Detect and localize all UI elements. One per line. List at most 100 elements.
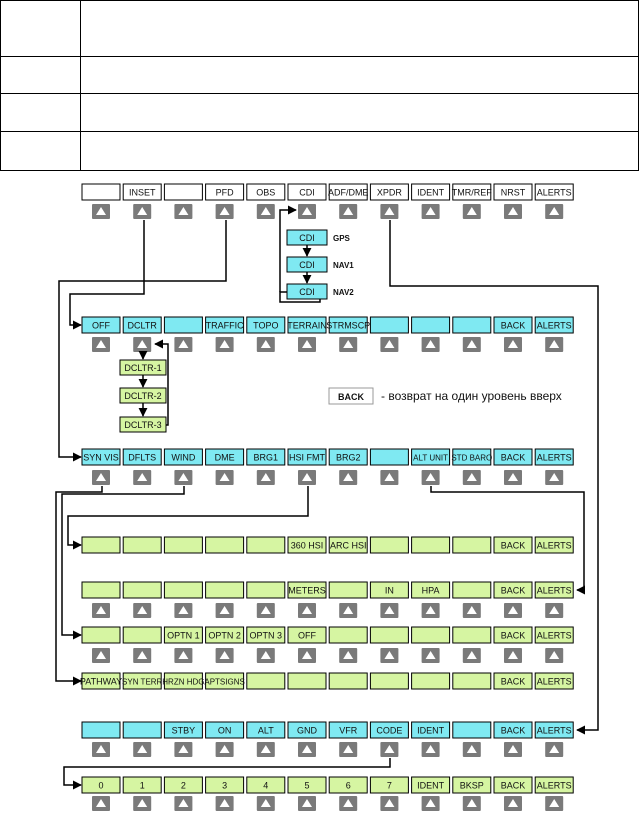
- softkey-label: STRMSCP: [326, 321, 370, 331]
- softkey-label-box: [411, 776, 451, 794]
- softkey-label-box: [81, 536, 121, 554]
- softkey-label: 2: [181, 781, 186, 791]
- softkey-label-box: [287, 448, 327, 466]
- up-arrow-icon: [384, 651, 395, 659]
- softkey-label-box: [411, 448, 451, 466]
- up-arrow-icon: [343, 340, 354, 348]
- softkey-label-box: [246, 581, 286, 599]
- softkey-label-box: [246, 183, 286, 201]
- softkey-label-box: [81, 672, 121, 690]
- softkey-label: ALERTS: [537, 631, 572, 641]
- softkey-label-box: [452, 776, 492, 794]
- softkey-label-box: [287, 536, 327, 554]
- dcltr-option-label: DCLTR-1: [124, 363, 161, 373]
- softkey-label-box: [369, 581, 409, 599]
- softkey-label: IDENT: [417, 726, 445, 736]
- softkey-label: BACK: [501, 781, 526, 791]
- softkey-label: ALERTS: [537, 541, 572, 551]
- softkey-label: STBY: [172, 726, 196, 736]
- up-arrow-icon: [549, 745, 560, 753]
- softkey-label: ARC HSI: [330, 541, 367, 551]
- softkey-label-box: [369, 721, 409, 739]
- up-arrow-icon: [466, 473, 477, 481]
- softkey-label-box: [534, 183, 574, 201]
- softkey-label-box: [287, 316, 327, 334]
- up-arrow-icon: [219, 473, 230, 481]
- up-arrow-icon: [343, 473, 354, 481]
- softkey-label-box: [493, 183, 533, 201]
- pfd-connector: [58, 220, 227, 462]
- softkey-label-box: [287, 672, 327, 690]
- up-arrow-icon: [466, 207, 477, 215]
- up-arrow-icon: [343, 745, 354, 753]
- softkey-label-box: [328, 672, 368, 690]
- code-connector: [63, 758, 391, 790]
- softkey-label: ALT UNIT: [413, 454, 448, 463]
- up-arrow-icon: [178, 745, 189, 753]
- softkey-label: ALT: [258, 726, 274, 736]
- softkey-label-box: [246, 448, 286, 466]
- dcltr-option-label: DCLTR-2: [124, 391, 161, 401]
- softkey-label: HPA: [422, 586, 440, 596]
- softkey-label-box: [411, 536, 451, 554]
- softkey-label-box: [411, 581, 451, 599]
- softkey-label: ALERTS: [537, 453, 572, 463]
- up-arrow-icon: [549, 799, 560, 807]
- up-arrow-icon: [343, 606, 354, 614]
- up-arrow-icon: [384, 473, 395, 481]
- softkey-label-box: [163, 626, 203, 644]
- softkey-label-box: [534, 448, 574, 466]
- up-arrow-icon: [219, 799, 230, 807]
- softkey-label: VFR: [339, 726, 358, 736]
- softkey-label-box: [328, 448, 368, 466]
- softkey-label: ALERTS: [537, 321, 572, 331]
- inset-connector: [69, 220, 145, 330]
- up-arrow-icon: [425, 799, 436, 807]
- softkey-label-box: [122, 626, 162, 644]
- dcltr-loop-arrow: [154, 339, 169, 426]
- up-arrow-icon: [260, 207, 271, 215]
- softkey-label-box: [534, 626, 574, 644]
- legend-text: - возврат на один уровень вверх: [381, 389, 562, 403]
- softkey-label-box: [493, 776, 533, 794]
- up-arrow-icon: [508, 745, 518, 753]
- softkey-label-box: [452, 536, 492, 554]
- up-arrow-icon: [178, 473, 189, 481]
- table-row: [0, 94, 639, 132]
- up-arrow-icon: [96, 340, 106, 348]
- up-arrow-icon: [425, 340, 436, 348]
- softkey-label: IDENT: [417, 188, 445, 198]
- softkey-label-box: [493, 626, 533, 644]
- softkey-label: 4: [263, 781, 268, 791]
- hsi-connector: [67, 486, 309, 550]
- xpdr-connector: [389, 220, 599, 735]
- up-arrow-icon: [96, 207, 106, 215]
- cdi-source-label: GPS: [333, 234, 351, 243]
- softkey-label: 360 HSI: [291, 541, 324, 551]
- up-arrow-icon: [96, 651, 106, 659]
- softkey-label-box: [122, 672, 162, 690]
- up-arrow-icon: [466, 799, 477, 807]
- softkey-label-box: [493, 448, 533, 466]
- up-arrow-icon: [96, 799, 106, 807]
- up-arrow-icon: [549, 340, 560, 348]
- up-arrow-icon: [425, 745, 436, 753]
- softkey-label-box: [246, 721, 286, 739]
- softkey-label-box: [205, 776, 245, 794]
- softkey-label-box: [534, 581, 574, 599]
- softkey-label-box: [287, 721, 327, 739]
- softkey-label: ADF/DME: [328, 188, 369, 198]
- softkey-label-box: [163, 316, 203, 334]
- softkey-label-box: [452, 721, 492, 739]
- softkey-label-box: [452, 626, 492, 644]
- up-arrow-icon: [508, 340, 518, 348]
- up-arrow-icon: [466, 745, 477, 753]
- up-arrow-icon: [343, 651, 354, 659]
- softkey-label: OFF: [298, 631, 316, 641]
- softkey-label: ALERTS: [537, 677, 572, 687]
- up-arrow-icon: [178, 799, 189, 807]
- softkey-label: DFLTS: [128, 453, 156, 463]
